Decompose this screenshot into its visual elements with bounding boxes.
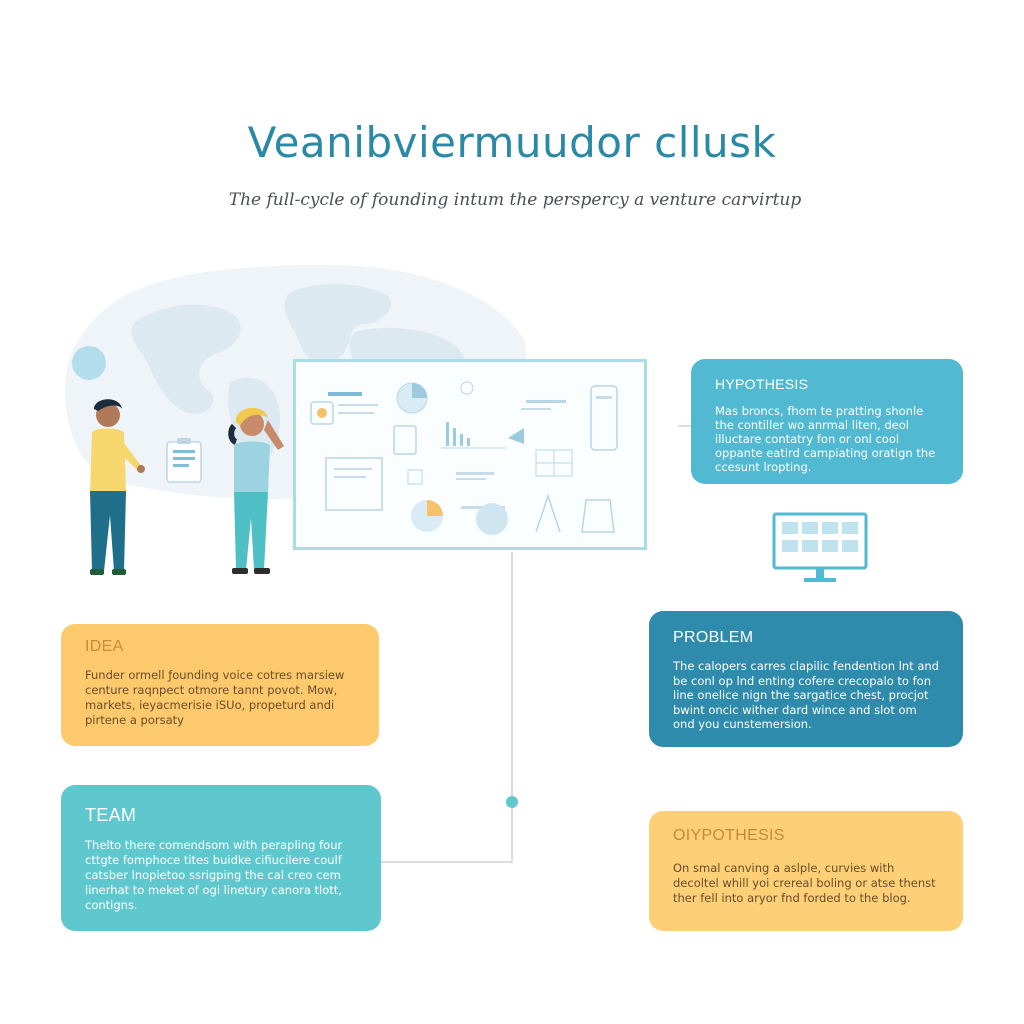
problem-card: PROBLEM The calopers carres clapilic fen… <box>649 611 963 747</box>
card-body: On smal canving a aslple, curvies with d… <box>673 861 936 905</box>
card-body: Thelto there comendsom with perapling fo… <box>85 838 343 912</box>
card-heading: OIYPOTHESIS <box>673 827 785 844</box>
card-body: Mas broncs, fhom te pratting shonle the … <box>715 404 936 474</box>
monitor-icon <box>772 512 868 582</box>
idea-card: IDEA Funder ormell ƒounding voice cotres… <box>61 624 379 746</box>
whiteboard-icon <box>293 359 647 550</box>
card-body: The calopers carres clapilic fendention … <box>673 659 939 731</box>
card-heading: TEAM <box>85 805 137 825</box>
page-title: Veanibviermuudor cllusk <box>247 118 777 167</box>
person-icon <box>228 407 284 574</box>
card-heading: IDEA <box>85 638 124 655</box>
page-subtitle: The full-cycle of founding intum the per… <box>228 190 802 210</box>
hypothesis-card: HYPOTHESIS Mas broncs, fhom te pratting … <box>691 359 963 484</box>
card-heading: PROBLEM <box>673 629 754 646</box>
card-body: Funder ormell ƒounding voice cotres mars… <box>85 668 345 727</box>
person-icon <box>90 399 145 575</box>
clipboard-icon <box>166 438 202 483</box>
sun-circle <box>72 346 106 380</box>
card-heading: HYPOTHESIS <box>715 376 809 392</box>
team-card: TEAM Thelto there comendsom with perapli… <box>61 785 381 931</box>
oiypothesis-card: OIYPOTHESIS On smal canving a aslple, cu… <box>649 811 963 931</box>
